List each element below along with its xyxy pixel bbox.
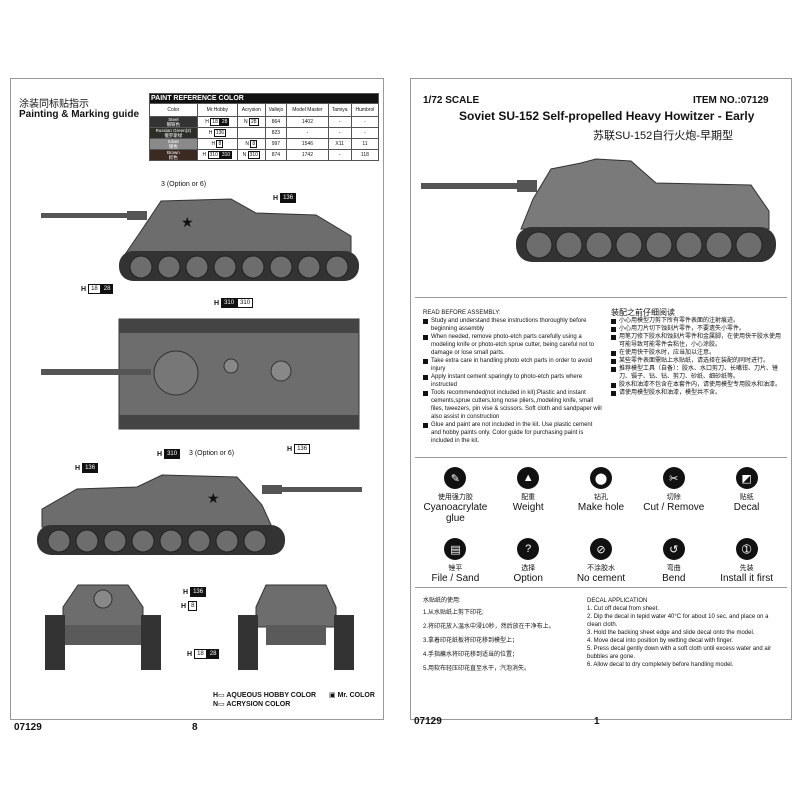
legend-aqueous: H▭ AQUEOUS HOBBY COLOR [213,692,317,699]
painting-title-en: Painting & Marking guide [19,109,140,120]
cyanoacrylate-glue-icon: ✎ [444,467,467,489]
left-track-top [119,319,359,333]
gun-mantlet [262,485,282,494]
no-cement-icon: ⊘ [589,538,612,560]
paint-table-header: Acrysion [237,103,266,117]
gun-barrel-top [41,369,151,375]
legend-mr-color: ▣ Mr. COLOR [329,692,375,699]
kit-box-art-tank [421,158,776,262]
painting-guide-page: 涂装同标贴指示 Painting & Marking guide PAINT R… [10,78,384,720]
hull [41,474,273,528]
paint-table-header: Humbrol [350,103,380,117]
tank-side-view-right: ★ [37,474,362,555]
assembly-notes-en: READ BEFORE ASSEMBLY: Study and understa… [423,310,602,444]
casemate-top [153,350,199,396]
option-callout: 3 (Option or 6) [189,450,235,457]
gun-barrel [277,487,362,492]
make-hole-icon: ⬤ [589,467,612,489]
tank-rear-view [238,584,354,670]
paint-table-title: PAINT REFERENCE COLOR [149,93,379,104]
color-swatch: Russian Green(2)俄罗斯绿 [149,127,198,139]
legend-acrysion: N▭ ACRYSION COLOR [213,701,291,708]
paint-table-header: Tamiya [327,103,352,117]
decal-instructions-zh: 水贴纸的使用: 1.从水贴纸上剪下印花; 2.将印花放入温水中浸10秒，然后放在… [423,598,555,672]
decal-instructions-en: DECAL APPLICATION 1. Cut off decal from … [587,598,772,668]
instruction-page: 1/72 SCALE ITEM NO.:07129 Soviet SU-152 … [410,78,792,720]
road-wheels [47,529,267,553]
painting-title-zh: 涂装同标贴指示 [19,99,89,110]
paint-reference-table: PAINT REFERENCE COLOR Color Mr.Hobby Acr… [149,93,380,161]
left-item-number: 07129 [14,722,42,733]
option-callout: 3 (Option or 6) [161,181,207,188]
paint-table-header: Model Master [286,103,329,117]
left-page-number: 8 [192,722,198,733]
kit-title-zh: 苏联SU-152自行火炮-早期型 [593,130,733,142]
kit-title-en: Soviet SU-152 Self-propelled Heavy Howit… [459,109,755,123]
cut-remove-icon: ✂ [662,467,685,489]
red-star-marking: ★ [181,214,194,230]
hull [125,198,352,254]
gun-barrel [41,213,131,218]
file-sand-icon: ▤ [444,538,467,560]
weight-icon: ▲ [517,467,540,489]
gun-mantlet [127,211,147,220]
item-number-header: ITEM NO.:07129 [693,95,769,106]
scale-label: 1/72 SCALE [423,95,480,106]
paint-table-header: Color [149,103,198,117]
road-wheels [129,255,349,279]
table-row: Russian Green(2)俄罗斯绿 H 136 823 - - - [149,127,380,139]
tank-front-view [45,584,161,670]
red-star-marking: ★ [207,490,220,506]
paint-table-header: Vallejo [264,103,288,117]
tank-side-view-left: ★ [41,198,359,281]
decal-icon: ◩ [735,467,758,489]
install-first-icon: ➀ [735,538,758,560]
right-page-number: 1 [594,716,600,727]
track [119,251,359,281]
assembly-notes-zh: 装配之前仔细阅读 小心用模型刀剪下所有零件表面的注射痕迹。 小心用刀片切下蚀刻片… [611,308,782,396]
bend-icon: ↺ [662,538,685,560]
tank-top-view [41,318,360,430]
paint-table-header: Mr.Hobby [196,103,239,117]
right-item-number: 07129 [414,716,442,727]
option-icon: ? [517,538,540,560]
right-track-top [119,415,359,429]
